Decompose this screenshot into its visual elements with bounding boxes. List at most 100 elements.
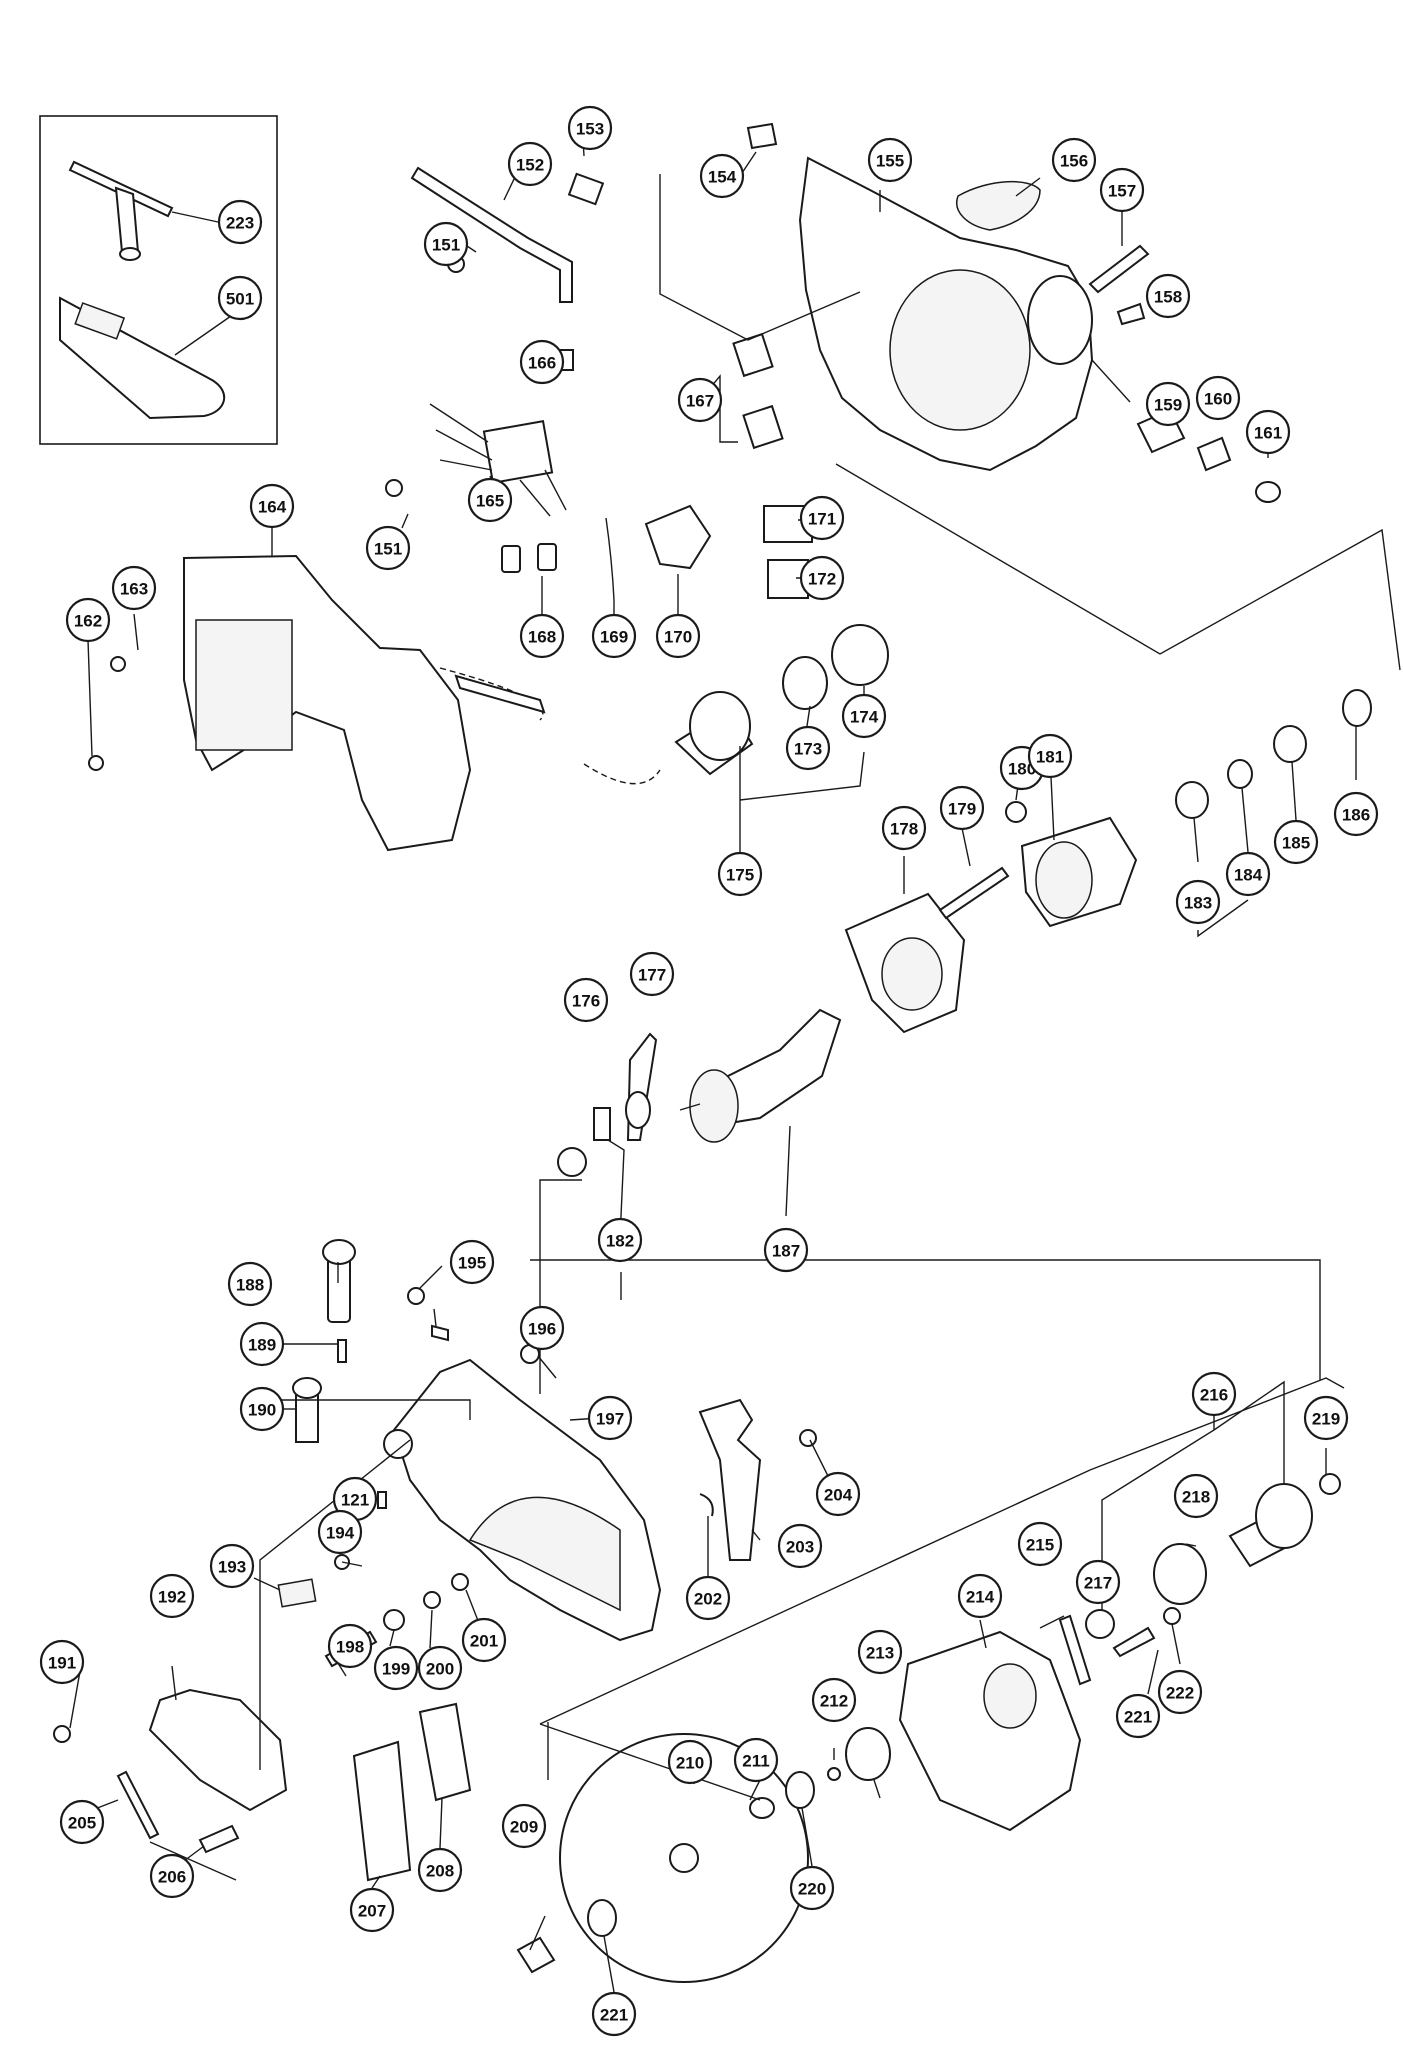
callout-circle: [563, 977, 609, 1023]
callout-circle: [733, 1737, 779, 1783]
callout-218: 218: [1173, 1473, 1219, 1519]
callout-number: 171: [808, 510, 836, 529]
callout-number: 178: [890, 820, 918, 839]
callout-number: 163: [120, 580, 148, 599]
callout-203: 203: [777, 1523, 823, 1569]
callout-number: 183: [1184, 894, 1212, 913]
callout-number: 210: [676, 1754, 704, 1773]
callout-circle: [667, 1739, 713, 1785]
callout-198: 198: [327, 1623, 373, 1669]
callout-169: 169: [591, 613, 637, 659]
callout-171: 171: [799, 495, 845, 541]
callout-number: 174: [850, 708, 879, 727]
callout-number: 180: [1008, 760, 1036, 779]
callout-number: 121: [341, 1491, 369, 1510]
callout-152: 152: [507, 141, 553, 187]
callout-number: 203: [786, 1538, 814, 1557]
callout-number: 202: [694, 1590, 722, 1609]
callout-number: 221: [600, 2006, 628, 2025]
callout-number: 185: [1282, 834, 1310, 853]
callout-174: 174: [841, 693, 887, 739]
callout-circle: [1273, 819, 1319, 865]
callout-209: 209: [501, 1803, 547, 1849]
callout-number: 173: [794, 740, 822, 759]
callout-circle: [467, 477, 513, 523]
callout-number: 205: [68, 1814, 96, 1833]
callout-number: 215: [1026, 1536, 1054, 1555]
callout-157: 157: [1099, 167, 1145, 213]
callout-121: 121: [332, 1476, 378, 1522]
callout-219: 219: [1303, 1395, 1349, 1441]
callout-circle: [1191, 1371, 1237, 1417]
part-shapes: [53, 122, 1372, 1983]
callout-circle: [1017, 1521, 1063, 1567]
callout-number: 165: [476, 492, 504, 511]
callout-circle: [1099, 167, 1145, 213]
callout-circle: [507, 141, 553, 187]
callout-168: 168: [519, 613, 565, 659]
handle-rod-shape: [410, 166, 573, 303]
callout-number: 197: [596, 1410, 624, 1429]
callout-206: 206: [149, 1853, 195, 1899]
callout-circle: [217, 275, 263, 321]
callout-circle: [597, 1217, 643, 1263]
aux-plate-shape: [148, 1688, 288, 1812]
callout-circle: [59, 1799, 105, 1845]
callout-circle: [867, 137, 913, 183]
callout-number: 192: [158, 1588, 186, 1607]
callout-circle: [763, 1227, 809, 1273]
callout-195: 195: [449, 1239, 495, 1285]
callout-175: 175: [717, 851, 763, 897]
accessory-box: [39, 115, 278, 445]
callout-214: 214: [957, 1573, 1003, 1619]
callout-number: 221: [1124, 1708, 1152, 1727]
callout-number: 153: [576, 120, 604, 139]
callout-circle: [365, 525, 411, 571]
callout-circle: [519, 613, 565, 659]
callout-163: 163: [111, 565, 157, 611]
callout-196: 196: [519, 1305, 565, 1351]
box-wrench-shape: [68, 160, 174, 261]
callout-160: 160: [1195, 375, 1241, 421]
callout-circle: [417, 1645, 463, 1691]
callout-circle: [685, 1575, 731, 1621]
callout-212: 212: [811, 1677, 857, 1723]
callout-circle: [717, 851, 763, 897]
callout-210: 210: [667, 1739, 713, 1785]
callout-circle: [423, 221, 469, 267]
callout-number: 194: [326, 1524, 355, 1543]
callout-number: 182: [606, 1232, 634, 1251]
callout-number: 200: [426, 1660, 454, 1679]
callout-circle: [1027, 733, 1073, 779]
callout-200: 200: [417, 1645, 463, 1691]
callout-circle: [629, 951, 675, 997]
callout-number: 175: [726, 866, 754, 885]
callout-number: 186: [1342, 806, 1370, 825]
callout-number: 222: [1166, 1684, 1194, 1703]
callout-501: 501: [217, 275, 263, 321]
callout-number: 214: [966, 1588, 995, 1607]
callout-159: 159: [1145, 381, 1191, 427]
callout-circle: [65, 597, 111, 643]
callout-circle: [417, 1847, 463, 1893]
callout-number: 189: [248, 1336, 276, 1355]
callout-178: 178: [881, 805, 927, 851]
callout-193: 193: [209, 1543, 255, 1589]
callout-number: 204: [824, 1486, 853, 1505]
callout-191: 191: [39, 1639, 85, 1685]
callout-199: 199: [373, 1645, 419, 1691]
callout-circle: [785, 725, 831, 771]
callout-number: 201: [470, 1632, 498, 1651]
callout-number: 199: [382, 1660, 410, 1679]
callout-number: 219: [1312, 1410, 1340, 1429]
callout-183: 183: [1175, 879, 1221, 925]
callout-number: 161: [1254, 424, 1282, 443]
callout-circle: [1303, 1395, 1349, 1441]
callout-220: 220: [789, 1865, 835, 1911]
callout-circle: [939, 785, 985, 831]
callout-number: 164: [258, 498, 287, 517]
callout-circle: [811, 1677, 857, 1723]
callout-number: 160: [1204, 390, 1232, 409]
callout-circle: [227, 1261, 273, 1307]
callout-192: 192: [149, 1573, 195, 1619]
